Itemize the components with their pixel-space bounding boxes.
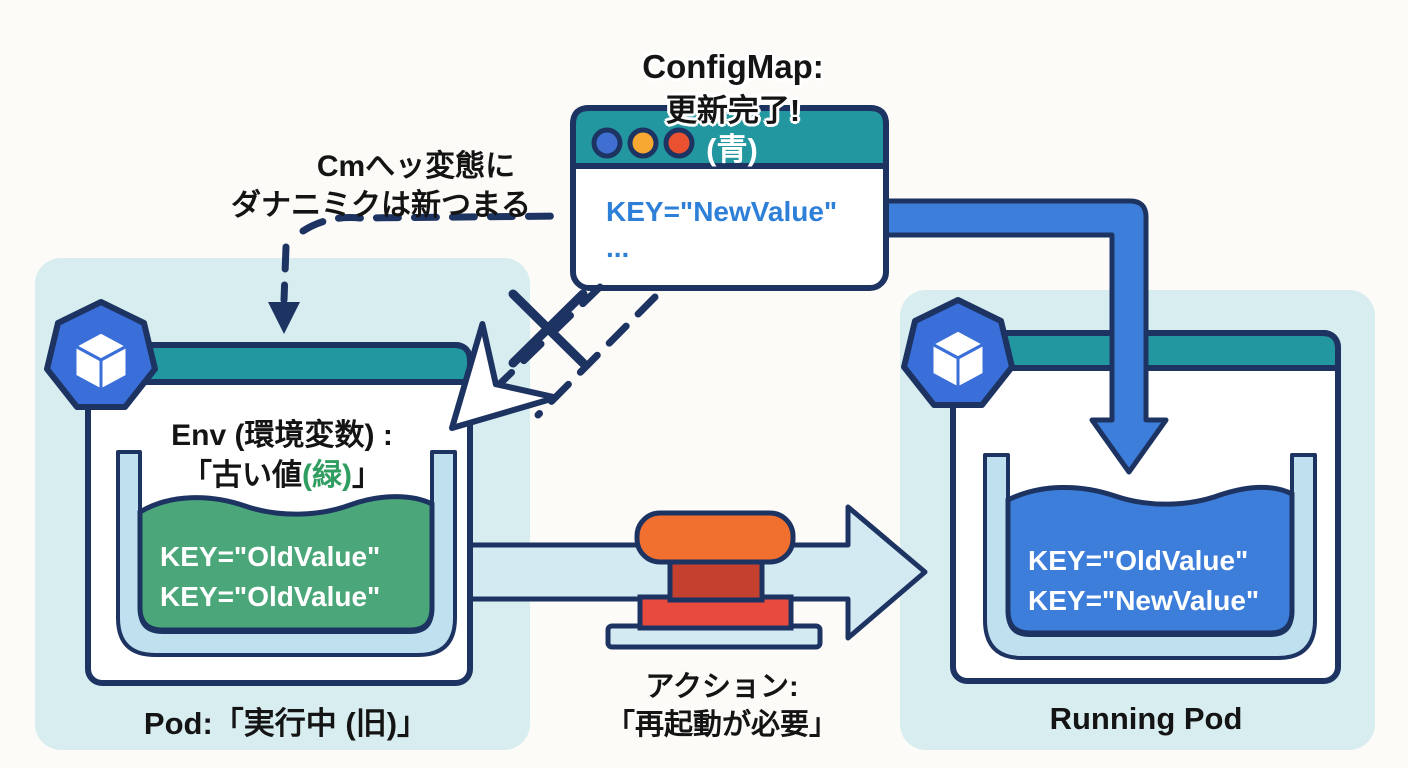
right-liquid-line1: KEY="OldValue": [1028, 545, 1249, 576]
left-pod-env-value: 「古い値(緑)」: [182, 450, 382, 494]
left-pod-env-title: Env (環境変数) :: [171, 419, 393, 452]
window-dot-orange-icon: [627, 127, 659, 159]
env-value-highlight: (緑): [302, 459, 352, 492]
configmap-code-line1: KEY="NewValue": [606, 196, 838, 227]
annotation-line1: Cmへッ変態に: [316, 150, 516, 183]
x-mark-icon: [508, 289, 588, 368]
left-pod-caption: Pod:「実行中 (旧)」: [143, 706, 429, 741]
kubernetes-pod-icon-left: [44, 299, 158, 410]
right-liquid-line2: KEY="NewValue": [1028, 585, 1260, 616]
left-liquid-line1: KEY="OldValue": [160, 541, 381, 572]
configmap-title-line2: 更新完了!: [665, 93, 801, 128]
configmap-code-line2: ...: [606, 232, 630, 263]
env-value-prefix: 「古い値: [182, 459, 303, 492]
blocked-update-dashed-lines: [476, 283, 659, 419]
configmap-title-line1: ConfigMap:: [642, 48, 824, 85]
left-pod-container: [85, 342, 473, 686]
right-pod-container: [950, 330, 1341, 684]
cube-icon: [73, 330, 129, 392]
left-liquid-line2: KEY="OldValue": [160, 581, 381, 612]
kubernetes-pod-icon-right: [901, 297, 1015, 408]
blocked-update-arrowhead-icon: [449, 321, 559, 431]
left-pod-background: [35, 258, 530, 750]
cube-icon: [930, 328, 986, 390]
dashed-arrowhead-down-icon: [268, 302, 300, 334]
action-label-line2: 「再起動が必要」: [605, 709, 839, 741]
annotation-line2: ダナニミクは新つまる: [231, 189, 531, 222]
right-pod-caption: Running Pod: [1049, 701, 1243, 736]
dynamic-update-dashed-path: [280, 212, 570, 304]
action-label-line1: アクション:: [645, 671, 799, 703]
configmap-titlebar-label: (青): [706, 132, 758, 167]
env-value-suffix: 」: [351, 459, 382, 492]
update-pipe-arrow: [883, 198, 1169, 475]
window-dot-blue-icon: [591, 127, 623, 159]
window-dot-red-icon: [663, 127, 695, 159]
right-pod-background: [900, 290, 1375, 750]
restart-button-icon: [605, 510, 823, 650]
restart-flow-arrow: [463, 504, 928, 641]
